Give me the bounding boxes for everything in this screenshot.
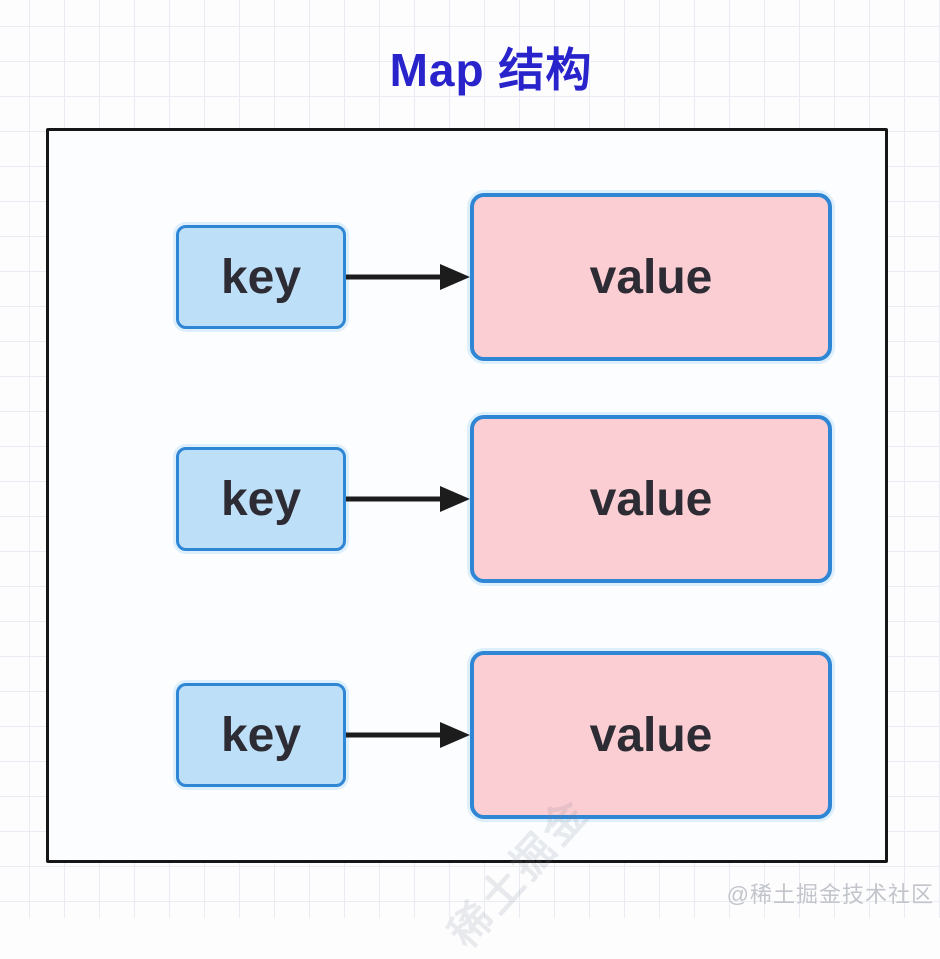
right-arrow-icon — [346, 485, 470, 513]
key-box: key — [176, 447, 346, 551]
map-structure-container: key value key value key value — [46, 128, 888, 863]
page: { "title": "Map 结构", "rows": [ { "key": … — [0, 0, 940, 918]
map-entry-row: key value — [49, 193, 885, 361]
watermark-text: @稀土掘金技术社区 — [726, 882, 934, 907]
key-box: key — [176, 225, 346, 329]
right-arrow-icon — [346, 721, 470, 749]
map-entry-row: key value — [49, 415, 885, 583]
diagram-title: Map 结构 — [389, 44, 593, 96]
right-arrow-icon — [346, 263, 470, 291]
key-box: key — [176, 683, 346, 787]
value-box: value — [470, 193, 832, 361]
map-entry-row: key value — [49, 651, 885, 819]
value-box: value — [470, 415, 832, 583]
value-box: value — [470, 651, 832, 819]
